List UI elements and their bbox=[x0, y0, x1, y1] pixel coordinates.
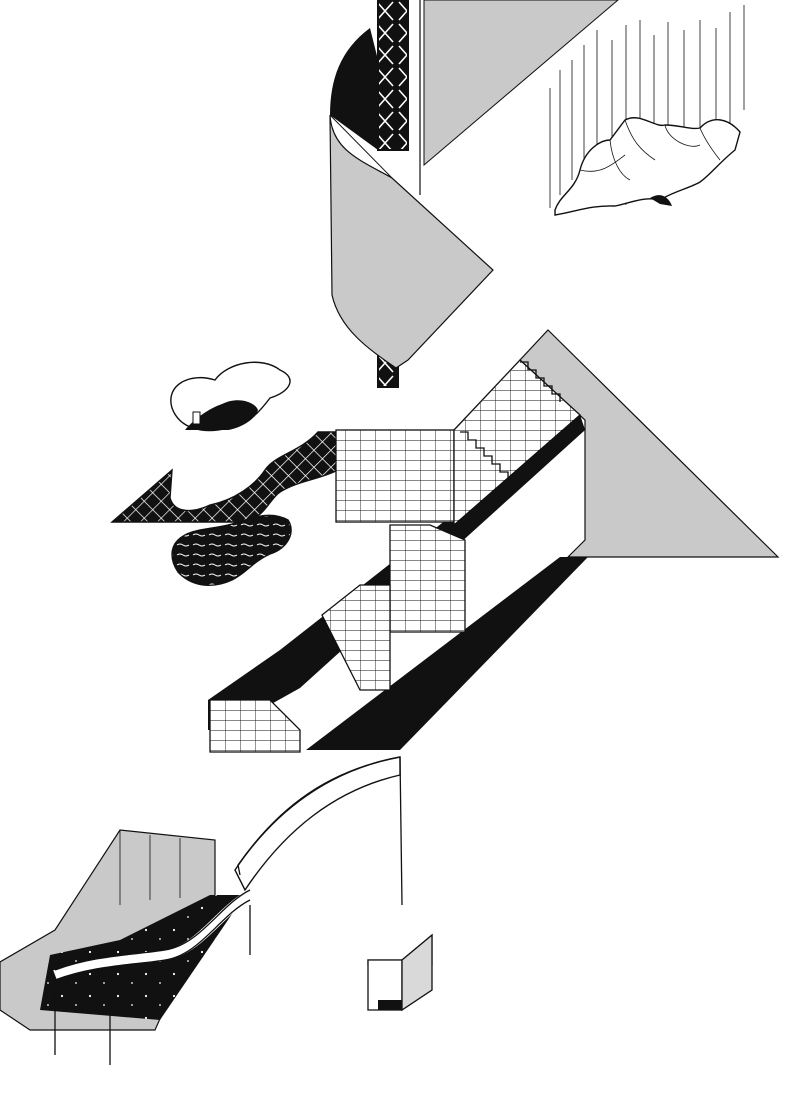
tilted-platform bbox=[0, 829, 253, 1065]
hanging-box bbox=[367, 933, 433, 1012]
curved-bridge bbox=[234, 756, 403, 906]
water-pond bbox=[171, 514, 292, 586]
gray-triangle-top bbox=[423, 0, 619, 167]
floating-rock bbox=[554, 117, 741, 216]
grid-floor-fragment bbox=[110, 431, 339, 523]
cloud-island bbox=[170, 361, 291, 432]
folded-gray-ribbon bbox=[329, 28, 494, 369]
grid-stair-blocks bbox=[209, 359, 581, 753]
